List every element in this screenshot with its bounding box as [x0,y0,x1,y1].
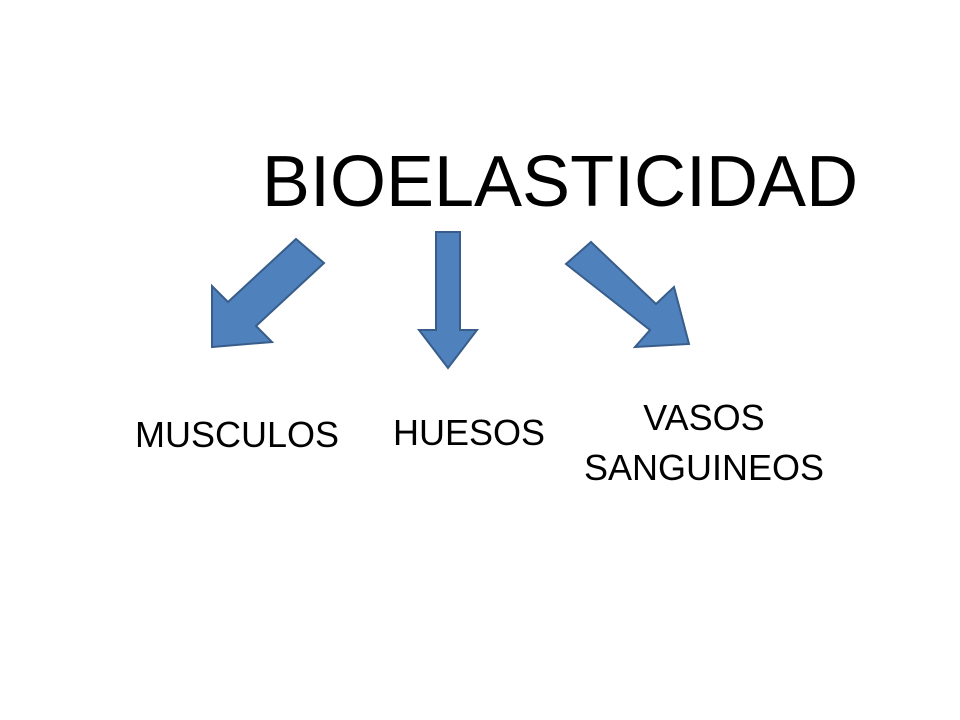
label-musculos: MUSCULOS [134,414,340,455]
label-vasos-line-2: SANGUINEOS [583,447,825,488]
label-vasos-sanguineos: VASOS SANGUINEOS [560,396,848,492]
arrow-to-musculos [211,237,326,349]
arrow-to-vasos-sanguineos [564,240,691,349]
diagram-title: BIOELASTICIDAD [261,142,859,222]
label-vasos-line-1: VASOS [643,397,765,438]
label-huesos: HUESOS [392,412,546,453]
arrow-to-huesos [416,231,480,370]
